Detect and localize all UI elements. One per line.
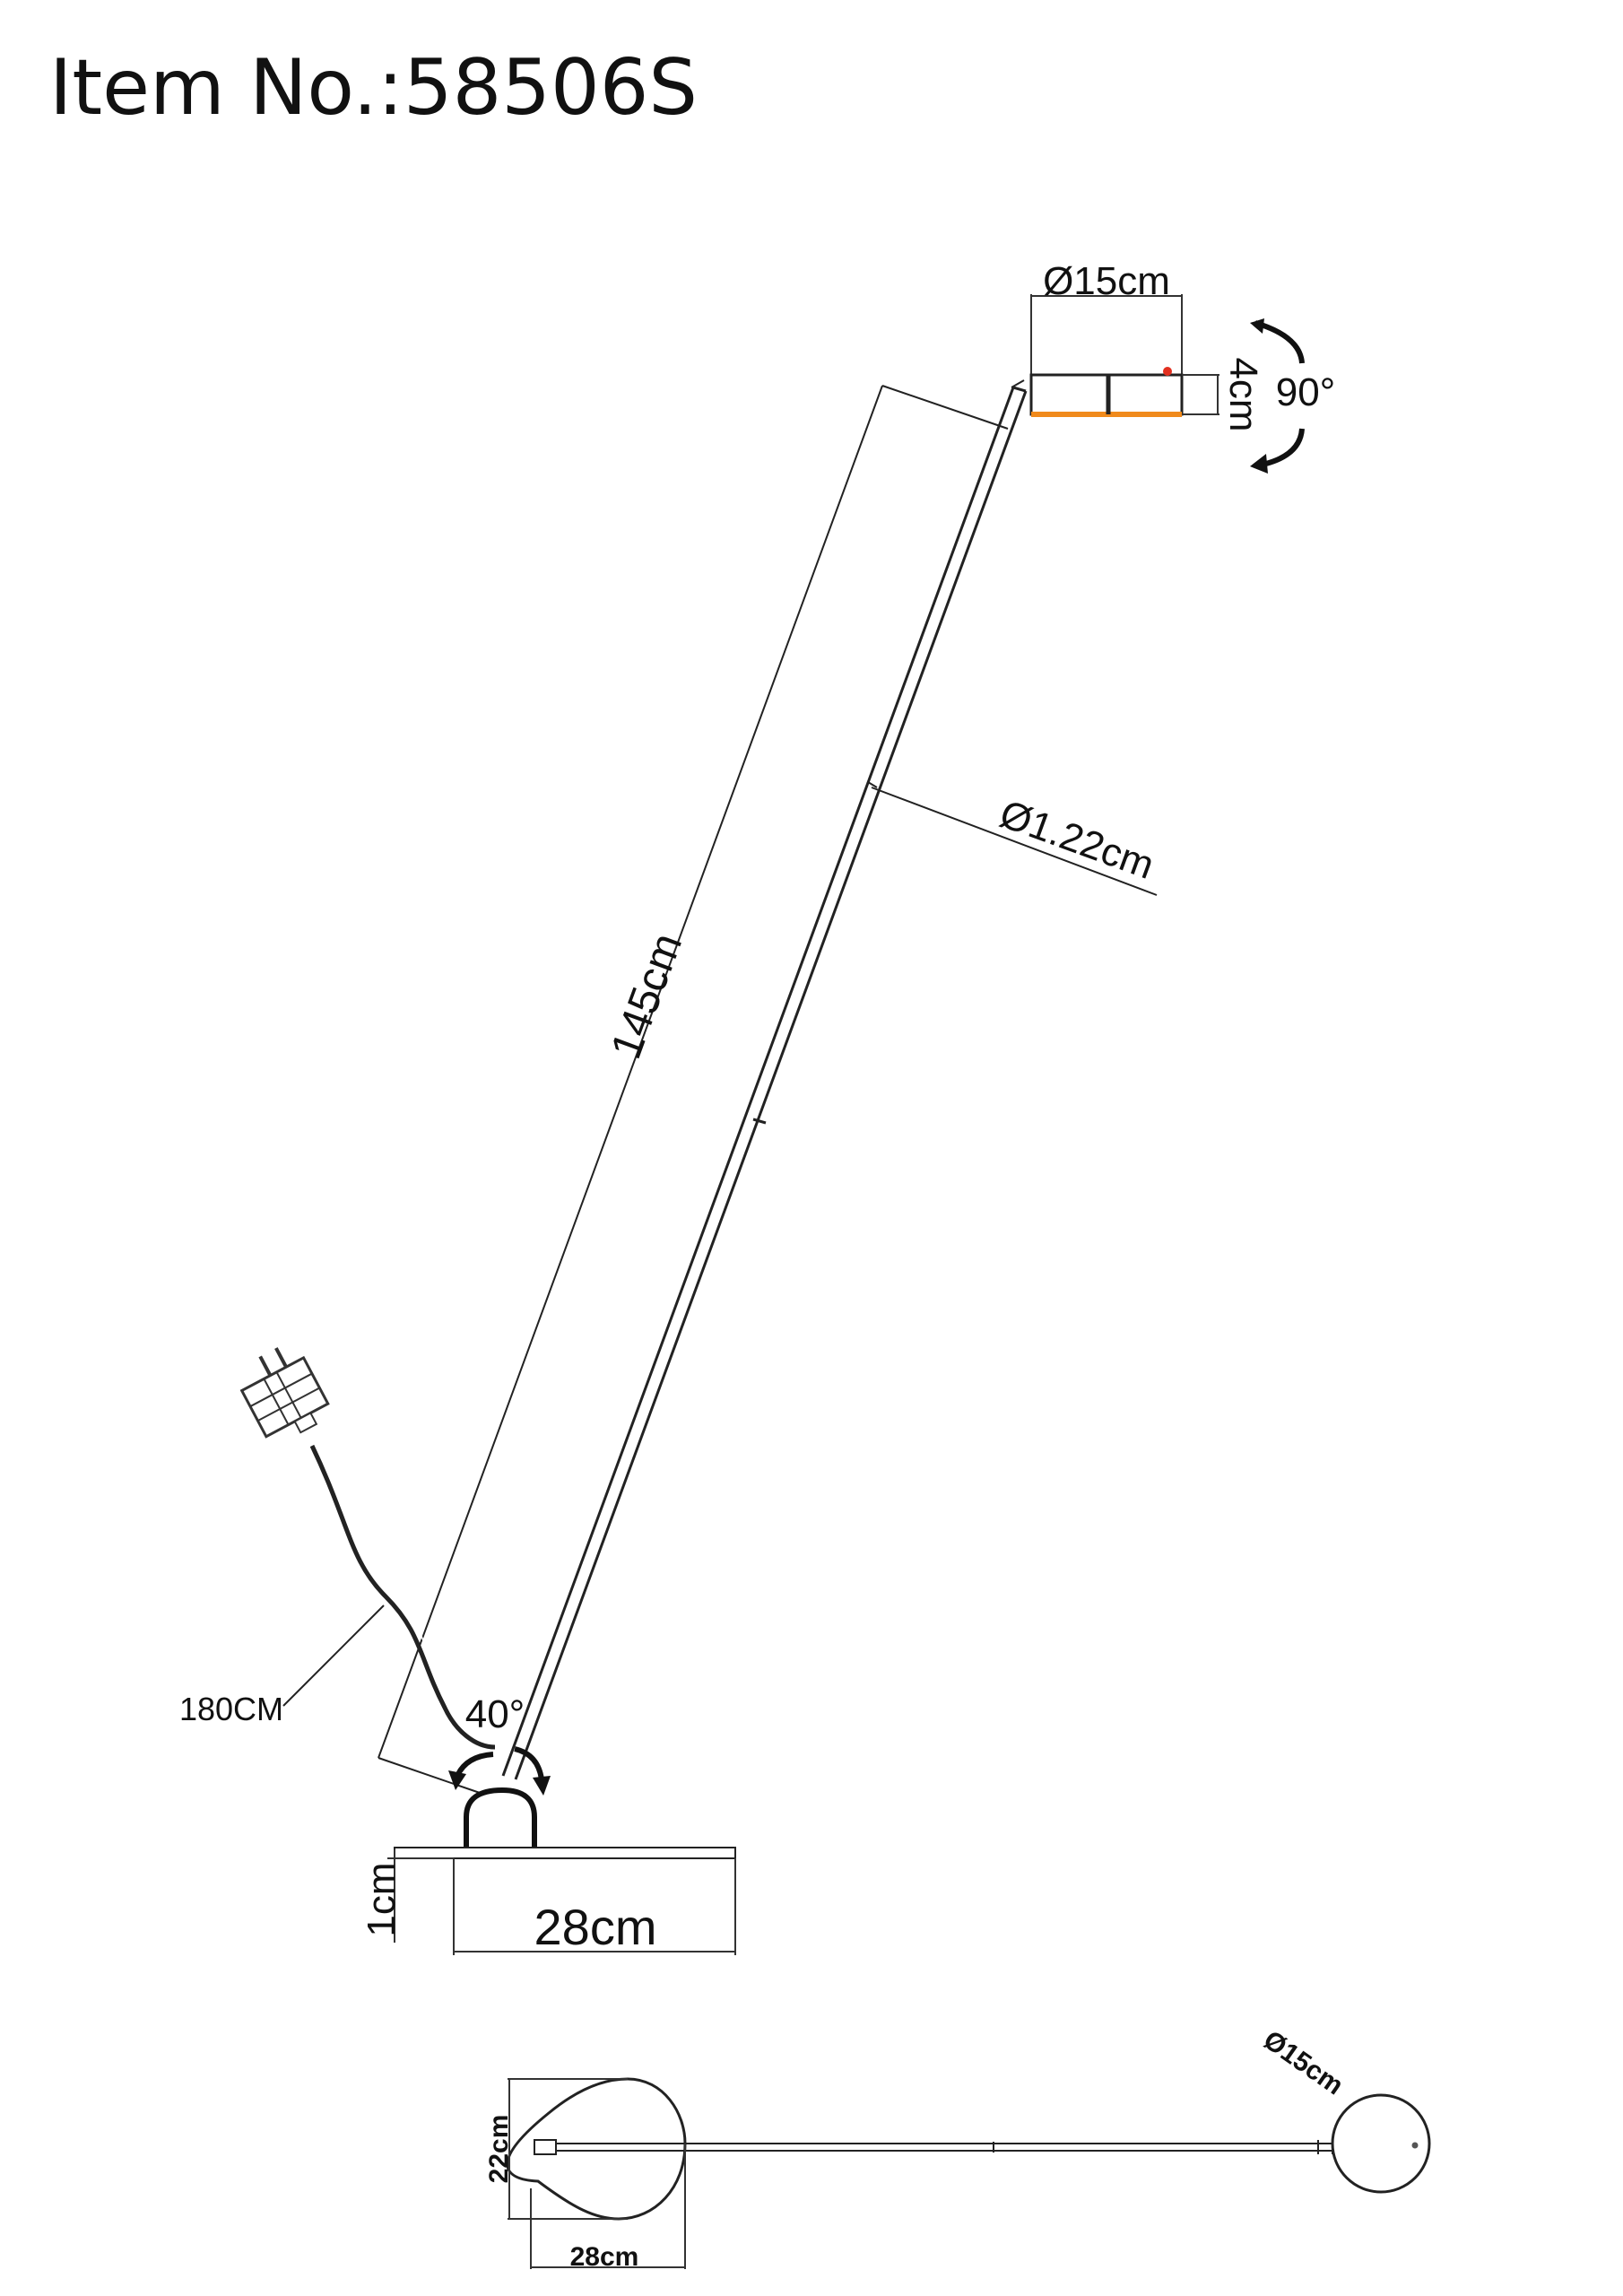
- base-width-label: 28cm: [534, 1899, 657, 1955]
- head-rotation-label: 90°: [1276, 370, 1336, 414]
- top-view-head: [1331, 2093, 1431, 2194]
- power-cable: [309, 1444, 496, 1750]
- top-view: Ø15cm 22cm 28cm: [484, 2025, 1431, 2272]
- arm-length-dimension-line: [378, 385, 883, 1759]
- lamp-head: [1029, 294, 1219, 417]
- base-pivot-dome: [464, 1787, 537, 1848]
- indicator-dot: [1163, 367, 1172, 376]
- base-plate: [394, 1847, 736, 1859]
- base-rotation-label: 40°: [465, 1692, 525, 1736]
- top-view-base-width-label: 28cm: [570, 2242, 639, 2272]
- cable-length-label: 180CM: [179, 1691, 283, 1727]
- top-view-head-diameter-label: Ø15cm: [1258, 2025, 1349, 2100]
- power-plug: [239, 1347, 330, 1439]
- lamp-arm: [501, 379, 1028, 1780]
- base-thickness-label: 1cm: [360, 1862, 404, 1936]
- arm-diameter-label: Ø1.22cm: [994, 792, 1160, 888]
- base-rotate-left-arrow: [455, 1752, 494, 1778]
- side-view: Ø15cm 4cm 90° Ø1.22cm 145cm: [179, 259, 1335, 1955]
- base-rotate-right-arrow: [514, 1746, 544, 1780]
- arm-length-label: 145cm: [603, 927, 691, 1065]
- head-diameter-label: Ø15cm: [1043, 259, 1170, 303]
- head-height-label: 4cm: [1221, 357, 1265, 431]
- rotate-down-arrow: [1262, 428, 1305, 467]
- item-number-title: Item No.:58506S: [49, 43, 699, 133]
- top-view-base-depth-label: 22cm: [484, 2115, 514, 2184]
